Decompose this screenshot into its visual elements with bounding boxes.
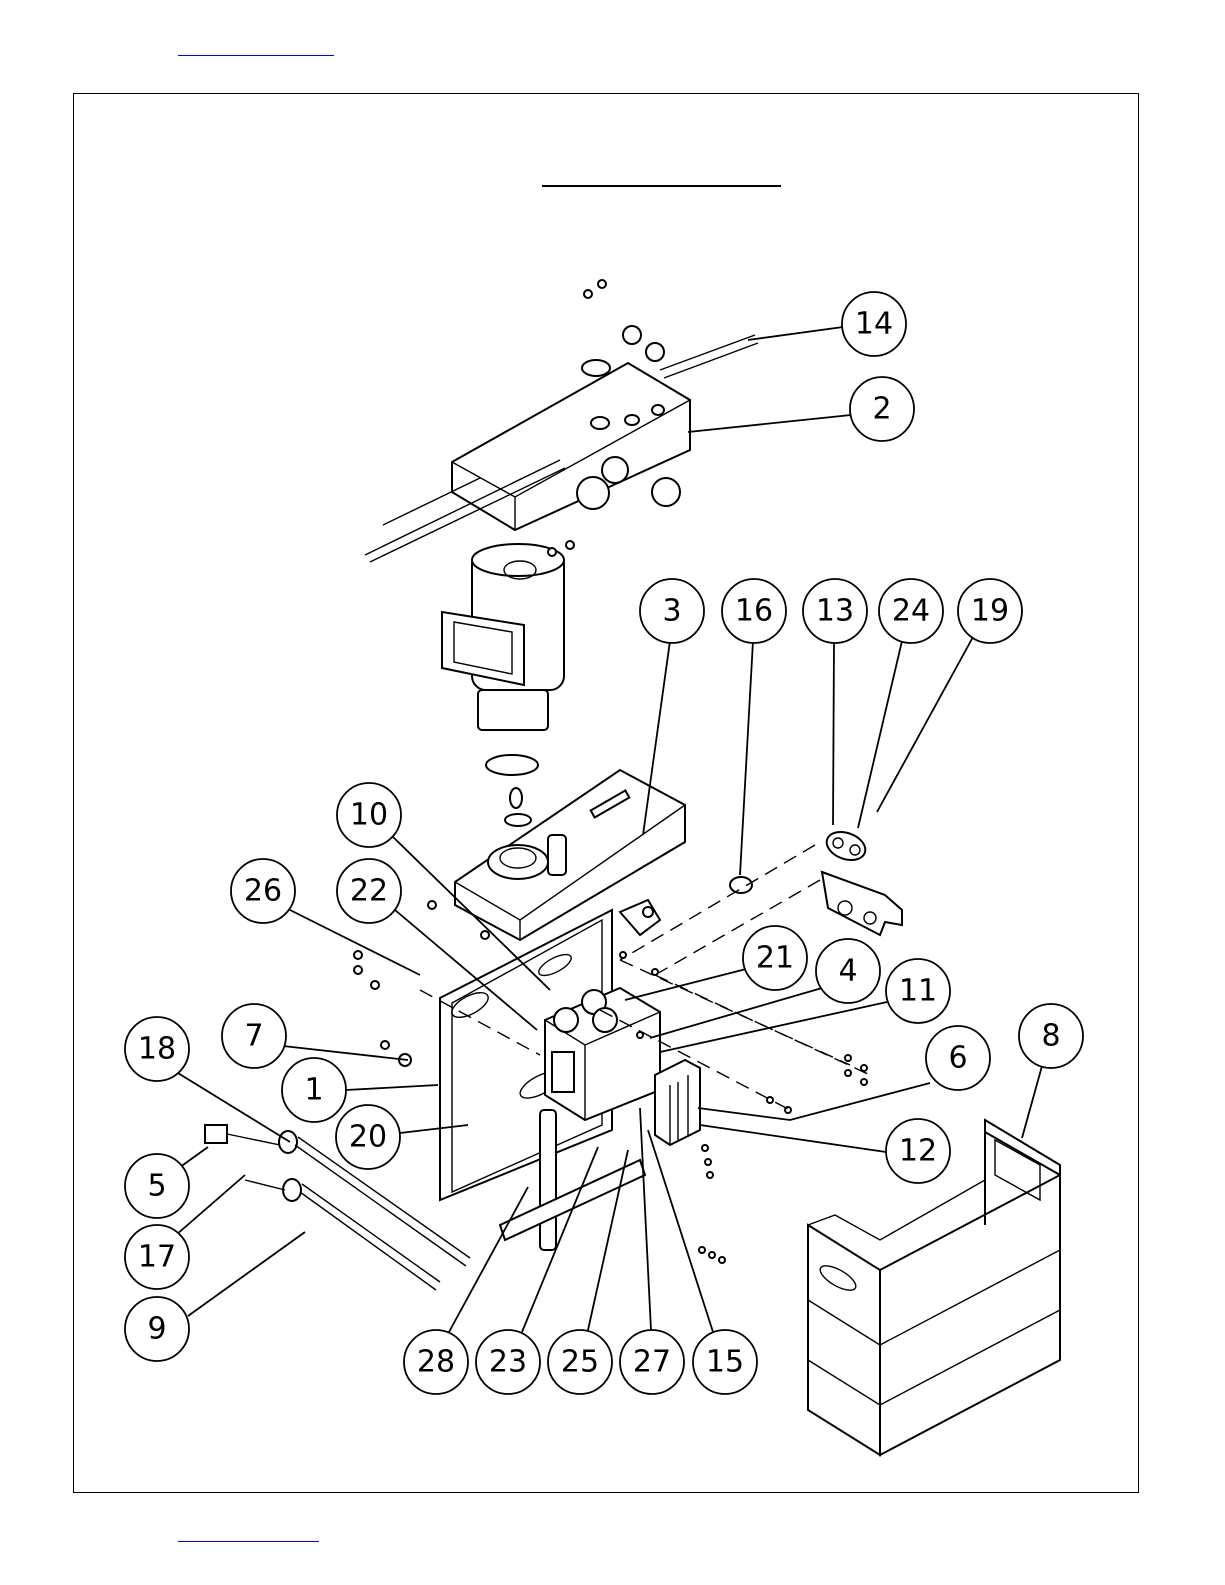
balloon-label: 18 <box>138 1032 176 1067</box>
balloon-label: 25 <box>561 1345 599 1380</box>
balloon-14: 14 <box>842 292 906 356</box>
balloon-label: 5 <box>147 1169 166 1204</box>
balloon-16: 16 <box>722 579 786 643</box>
part-terminal-block <box>655 1060 700 1145</box>
balloon-label: 9 <box>147 1312 166 1347</box>
balloon-21: 21 <box>743 926 807 990</box>
balloon-27: 27 <box>620 1330 684 1394</box>
balloon-label: 12 <box>899 1134 937 1169</box>
balloon-label: 26 <box>244 874 282 909</box>
balloon-label: 4 <box>838 954 857 989</box>
balloon-8: 8 <box>1019 1004 1083 1068</box>
balloon-1: 1 <box>282 1058 346 1122</box>
balloon-label: 17 <box>138 1240 176 1275</box>
balloon-5: 5 <box>125 1154 189 1218</box>
balloon-6: 6 <box>926 1026 990 1090</box>
balloon-label: 19 <box>971 594 1009 629</box>
balloon-label: 11 <box>899 974 937 1009</box>
balloon-label: 24 <box>892 594 930 629</box>
balloon-28: 28 <box>404 1330 468 1394</box>
balloon-label: 1 <box>304 1073 323 1108</box>
balloon-label: 2 <box>872 392 891 427</box>
part-bracket <box>730 827 902 935</box>
balloon-24: 24 <box>879 579 943 643</box>
balloon-20: 20 <box>336 1105 400 1169</box>
balloon-label: 8 <box>1041 1019 1060 1054</box>
balloon-13: 13 <box>803 579 867 643</box>
balloon-26: 26 <box>231 859 295 923</box>
balloon-10: 10 <box>337 783 401 847</box>
balloon-label: 20 <box>349 1120 387 1155</box>
balloon-label: 14 <box>855 307 893 342</box>
part-top-manifold <box>365 280 758 562</box>
balloon-15: 15 <box>693 1330 757 1394</box>
balloon-label: 7 <box>244 1019 263 1054</box>
balloon-label: 10 <box>350 798 388 833</box>
balloon-12: 12 <box>886 1119 950 1183</box>
balloon-9: 9 <box>125 1297 189 1361</box>
part-valve-block <box>545 988 660 1120</box>
balloon-label: 22 <box>350 874 388 909</box>
balloon-22: 22 <box>337 859 401 923</box>
balloon-label: 15 <box>706 1345 744 1380</box>
balloon-25: 25 <box>548 1330 612 1394</box>
balloon-3: 3 <box>640 579 704 643</box>
part-motor <box>442 544 564 826</box>
balloon-label: 23 <box>489 1345 527 1380</box>
balloon-4: 4 <box>816 939 880 1003</box>
balloon-17: 17 <box>125 1225 189 1289</box>
part-hardware <box>354 541 867 1263</box>
balloon-label: 21 <box>756 941 794 976</box>
balloon-label: 16 <box>735 594 773 629</box>
balloon-label: 6 <box>948 1041 967 1076</box>
balloon-label: 28 <box>417 1345 455 1380</box>
balloon-label: 27 <box>633 1345 671 1380</box>
balloon-label: 3 <box>662 594 681 629</box>
balloon-18: 18 <box>125 1017 189 1081</box>
balloon-11: 11 <box>886 959 950 1023</box>
balloon-23: 23 <box>476 1330 540 1394</box>
part-sensor-probes <box>205 1125 470 1290</box>
balloon-19: 19 <box>958 579 1022 643</box>
balloon-7: 7 <box>222 1004 286 1068</box>
balloon-2: 2 <box>850 377 914 441</box>
balloon-label: 13 <box>816 594 854 629</box>
